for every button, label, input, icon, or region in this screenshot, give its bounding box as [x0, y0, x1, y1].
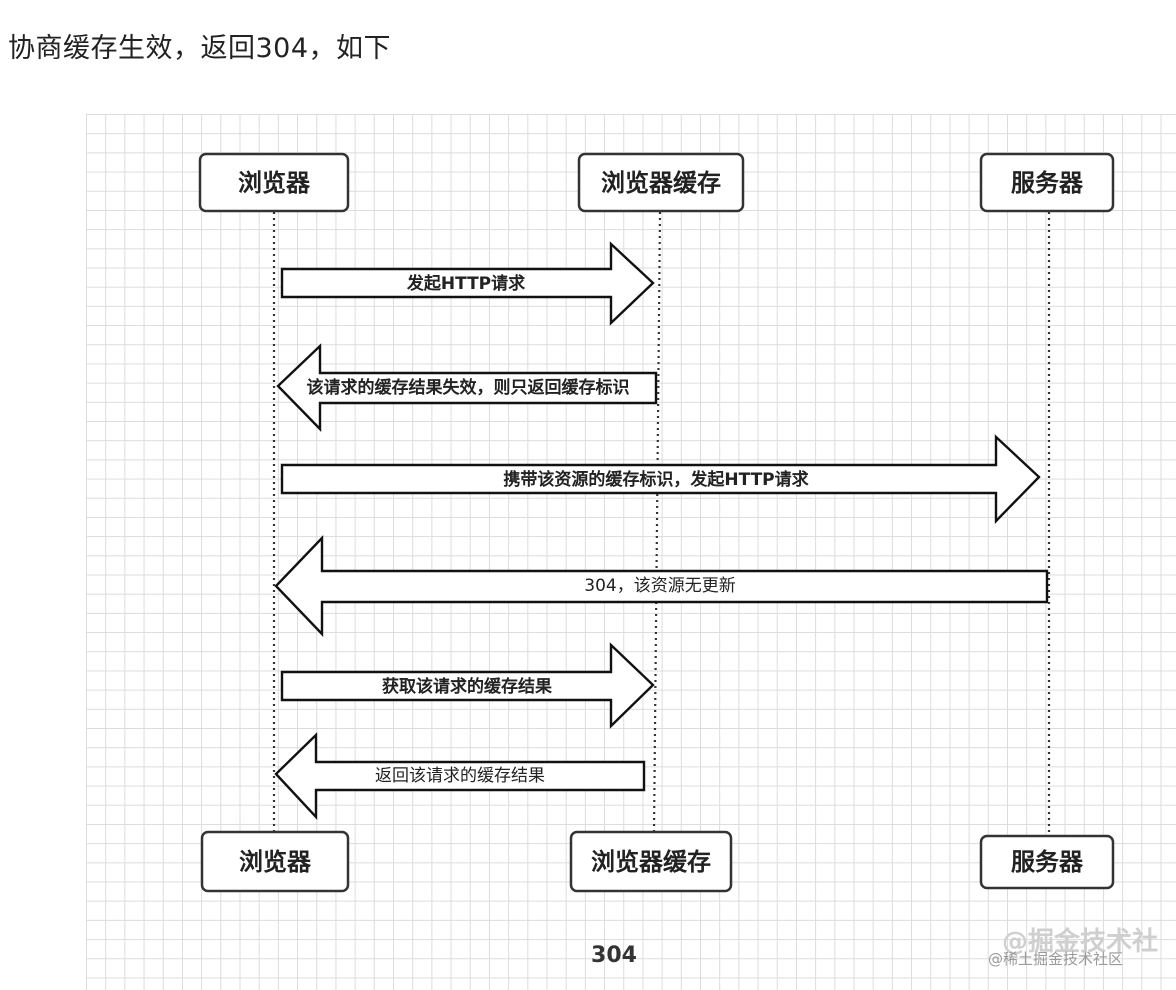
cache-lifeline	[652, 211, 662, 833]
server-label-top: 服务器	[1011, 169, 1084, 197]
watermark-small: @稀土掘金技术社区	[988, 950, 1123, 968]
message-label-1: 发起HTTP请求	[406, 273, 525, 294]
message-arrow-5: 获取该请求的缓存结果	[280, 642, 655, 729]
browser-box-bottom: 浏览器	[200, 830, 350, 893]
cache-label-bottom: 浏览器缓存	[591, 848, 711, 876]
browser-label-bottom: 浏览器	[239, 848, 312, 876]
server-box-bottom: 服务器	[979, 834, 1115, 890]
message-arrow-2: 该请求的缓存结果失效，则只返回缓存标识	[276, 343, 658, 432]
server-box-top: 服务器	[979, 152, 1115, 213]
cache-box-bottom: 浏览器缓存	[569, 830, 733, 893]
server-label-bottom: 服务器	[1011, 848, 1084, 876]
message-label-2: 该请求的缓存结果失效，则只返回缓存标识	[307, 377, 630, 398]
diagram-caption: 304	[591, 943, 637, 968]
watermark-large: @掘金技术社	[1002, 926, 1158, 957]
browser-box-top: 浏览器	[198, 152, 350, 213]
message-arrow-1: 发起HTTP请求	[280, 241, 655, 326]
message-label-3: 携带该资源的缓存标识，发起HTTP请求	[503, 469, 808, 490]
message-label-4: 304，该资源无更新	[584, 576, 735, 596]
message-arrow-6: 返回该请求的缓存结果	[274, 732, 646, 821]
browser-label-top: 浏览器	[238, 169, 311, 197]
section-heading: 协商缓存生效，返回304，如下	[8, 33, 392, 64]
message-arrow-3: 携带该资源的缓存标识，发起HTTP请求	[280, 434, 1041, 524]
sequence-diagram: 浏览器 浏览器缓存 服务器 发起HTTP请求 该请求的缓存结果失效，则只返回缓存…	[86, 114, 1176, 990]
message-label-6: 返回该请求的缓存结果	[375, 766, 545, 786]
message-arrow-4: 304，该资源无更新	[274, 535, 1049, 637]
message-label-5: 获取该请求的缓存结果	[382, 676, 552, 697]
cache-label-top: 浏览器缓存	[601, 169, 721, 197]
cache-box-top: 浏览器缓存	[577, 152, 745, 213]
